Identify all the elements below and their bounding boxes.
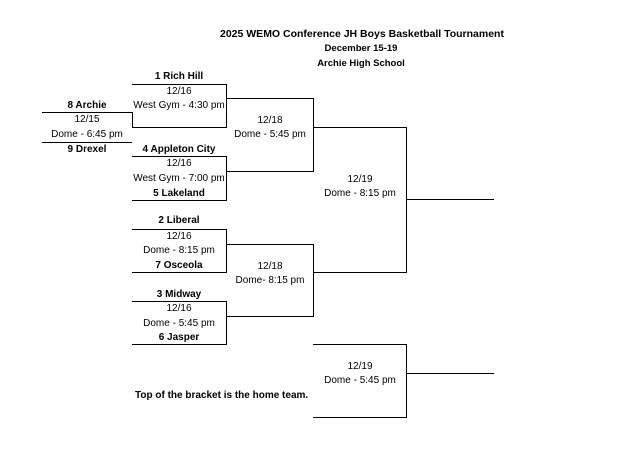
bracket-line [226, 316, 314, 317]
bracket-line [313, 244, 314, 317]
game-time: Dome - 8:15 pm [143, 245, 215, 256]
bracket-line [226, 301, 227, 345]
team-rich-hill: 1 Rich Hill [154, 71, 204, 82]
team-appleton-city: 4 Appleton City [142, 144, 216, 155]
bracket-line [226, 229, 227, 273]
game-date: 12/16 [166, 158, 192, 169]
game-time: Dome - 8:15 pm [324, 188, 396, 199]
game-time: Dome- 8:15 pm [235, 275, 305, 286]
bracket-line [226, 98, 314, 99]
bracket-line [226, 156, 227, 201]
game-time: West Gym - 7:00 pm [133, 173, 225, 184]
bracket-line [132, 200, 226, 201]
bracket-line [406, 127, 407, 273]
third-place-line [406, 373, 494, 374]
team-archie: 8 Archie [67, 100, 107, 111]
tournament-dates: December 15-19 [324, 43, 398, 54]
bracket-line [42, 142, 132, 143]
bracket-line [313, 127, 407, 128]
bracket-line [132, 112, 133, 128]
game-time: Dome - 5:45 pm [234, 129, 306, 140]
game-date: 12/18 [257, 115, 283, 126]
game-date: 12/19 [347, 174, 373, 185]
bracket-line [226, 84, 227, 128]
team-midway: 3 Midway [156, 289, 202, 300]
bracket-line [132, 272, 226, 273]
tournament-title: 2025 WEMO Conference JH Boys Basketball … [220, 28, 504, 40]
bracket-line [132, 156, 226, 157]
game-date: 12/18 [257, 261, 283, 272]
champion-line [406, 199, 494, 200]
bracket-line [226, 171, 314, 172]
team-osceola: 7 Osceola [155, 260, 203, 271]
bracket-line [406, 344, 407, 418]
game-time: Dome - 5:45 pm [324, 375, 396, 386]
bracket-line [132, 127, 226, 128]
bracket-line [132, 344, 226, 345]
team-drexel: 9 Drexel [67, 144, 107, 155]
bracket-line [132, 84, 226, 85]
game-date: 12/15 [74, 114, 100, 125]
bracket-line [226, 244, 314, 245]
game-date: 12/16 [166, 86, 192, 97]
game-date: 12/16 [166, 231, 192, 242]
team-liberal: 2 Liberal [158, 215, 200, 226]
bracket-line [132, 301, 226, 302]
team-lakeland: 5 Lakeland [153, 188, 205, 199]
bracket-line [313, 272, 407, 273]
team-jasper: 6 Jasper [158, 332, 200, 343]
footnote: Top of the bracket is the home team. [135, 390, 309, 401]
game-time: West Gym - 4:30 pm [133, 100, 225, 111]
game-time: Dome - 6:45 pm [51, 129, 123, 140]
tournament-location: Archie High School [317, 58, 405, 69]
bracket-line [313, 417, 407, 418]
game-date: 12/19 [347, 361, 373, 372]
game-time: Dome - 5:45 pm [143, 318, 215, 329]
bracket-line [42, 112, 132, 113]
game-date: 12/16 [166, 303, 192, 314]
bracket-line [313, 98, 314, 172]
bracket-line [132, 229, 226, 230]
bracket-line [313, 344, 407, 345]
